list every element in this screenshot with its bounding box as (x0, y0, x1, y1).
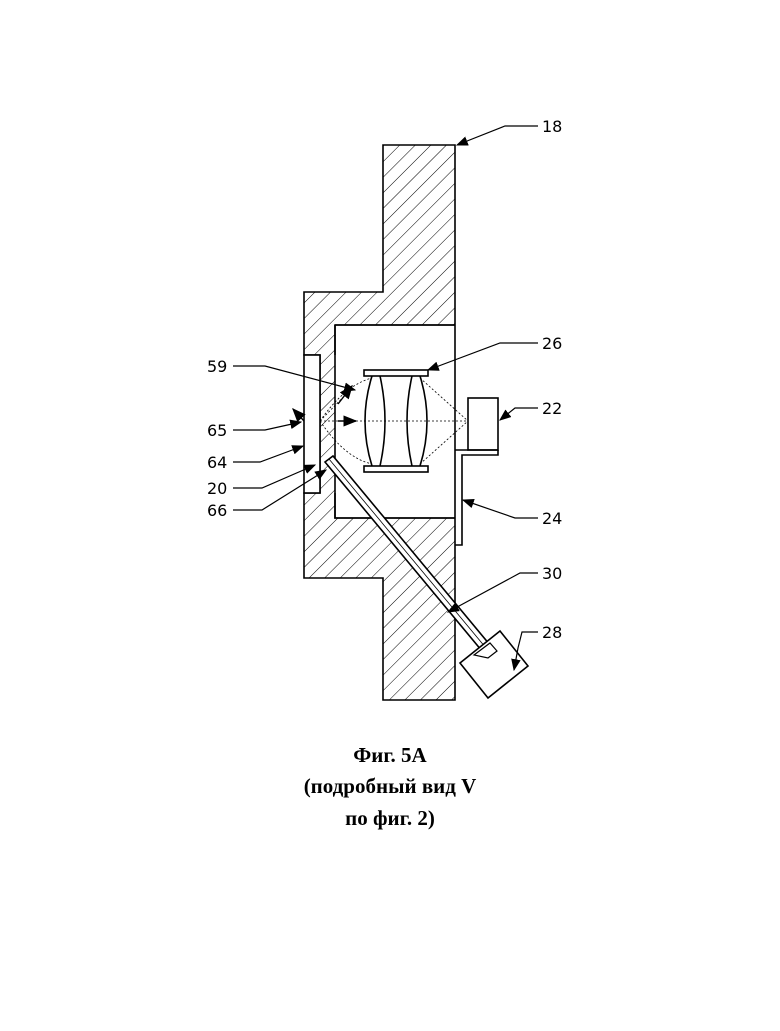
label-30: 30 (542, 564, 562, 583)
label-28: 28 (542, 623, 562, 642)
label-18: 18 (542, 117, 562, 136)
label-66: 66 (207, 501, 227, 520)
figure-caption-title: Фиг. 5A (0, 745, 780, 766)
figure-caption-line3: по фиг. 2) (0, 808, 780, 829)
label-22: 22 (542, 399, 562, 418)
window-20 (304, 355, 320, 493)
label-64: 64 (207, 453, 227, 472)
label-65: 65 (207, 421, 227, 440)
light-source-28 (460, 631, 528, 698)
bracket-24 (455, 450, 498, 545)
label-24: 24 (542, 509, 562, 528)
housing-18 (304, 145, 455, 700)
label-26: 26 (542, 334, 562, 353)
label-59: 59 (207, 357, 227, 376)
label-20: 20 (207, 479, 227, 498)
figure-caption-line2: (подробный вид V (0, 776, 780, 797)
sensor-22 (468, 398, 498, 450)
